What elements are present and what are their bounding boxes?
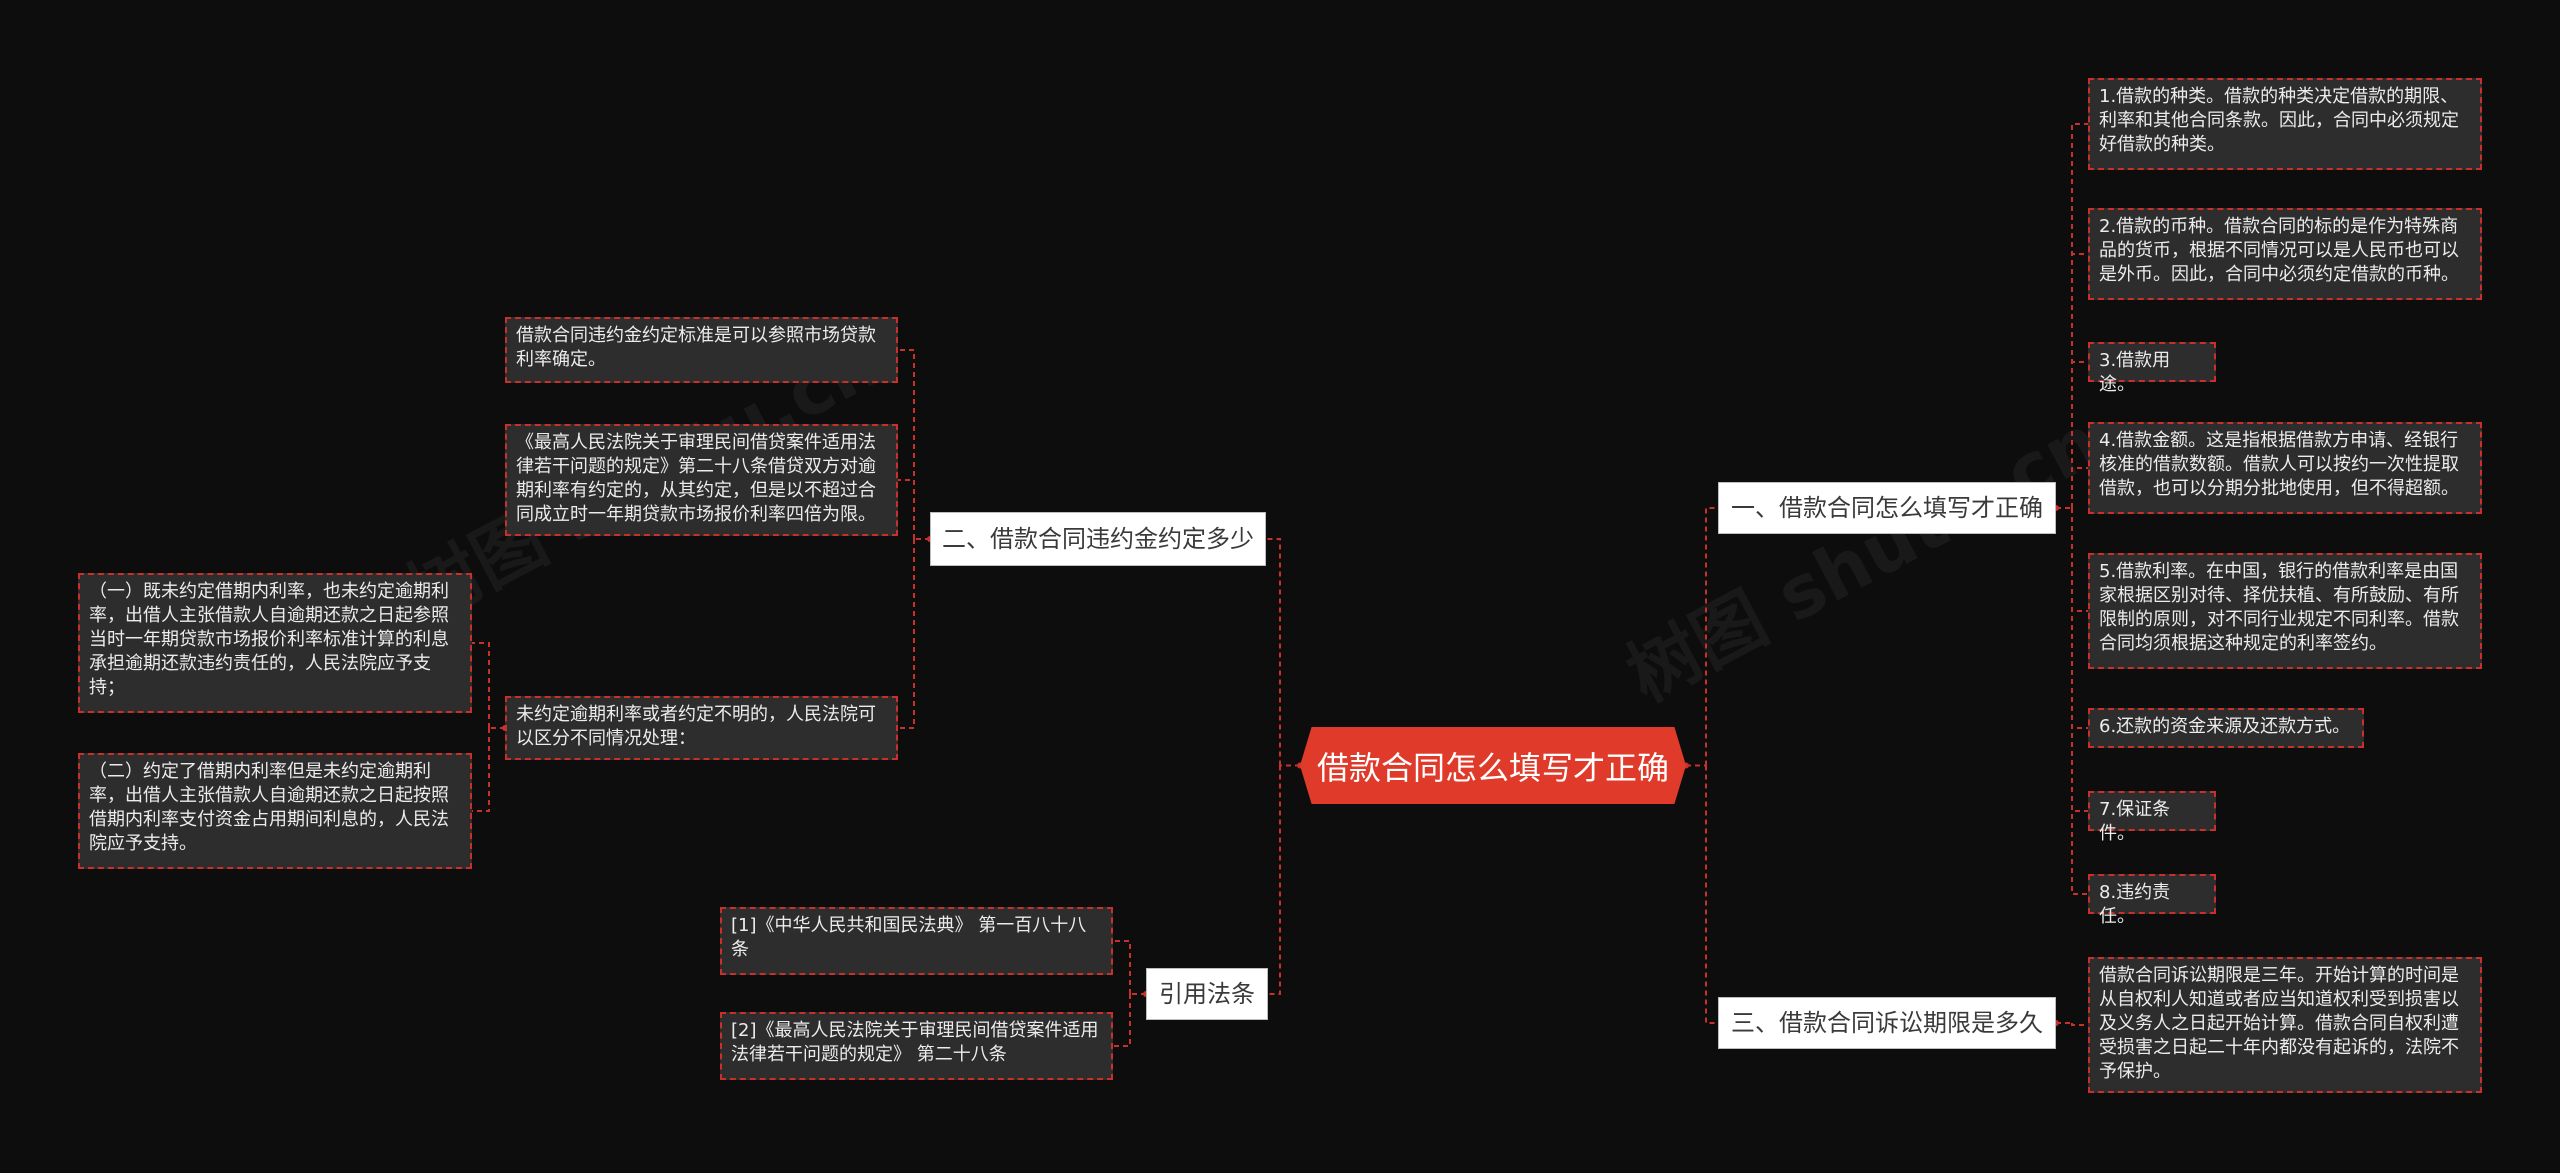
watermark: 树图 shutu.cn bbox=[1613, 398, 2114, 718]
leaf-loan-amount[interactable]: 4.借款金额。这是指根据借款方申请、经银行核准的借款数额。借款人可以按约一次性提… bbox=[2088, 422, 2482, 514]
leaf-supreme-court-rule[interactable]: 《最高人民法院关于审理民间借贷案件适用法律若干问题的规定》第二十八条借贷双方对逾… bbox=[505, 424, 898, 536]
connector-line bbox=[2071, 508, 2088, 612]
root-label: 借款合同怎么填写才正确 bbox=[1316, 748, 1669, 787]
connector-line bbox=[2071, 1023, 2088, 1026]
leaf-loan-purpose[interactable]: 3.借款用途。 bbox=[2088, 342, 2216, 395]
leaf-liability[interactable]: 8.违约责任。 bbox=[2088, 874, 2216, 927]
connector-line bbox=[1268, 765, 1281, 995]
branch-node-citations[interactable]: 引用法条 bbox=[1146, 968, 1268, 1020]
connector-line bbox=[1113, 940, 1131, 994]
connector-line bbox=[2071, 508, 2088, 895]
leaf-unspecified-rate[interactable]: 未约定逾期利率或者约定不明的，人民法院可以区分不同情况处理： bbox=[505, 696, 898, 760]
leaf-loan-type[interactable]: 1.借款的种类。借款的种类决定借款的期限、利率和其他合同条款。因此，合同中必须规… bbox=[2088, 78, 2482, 170]
connector-line bbox=[898, 539, 915, 729]
leaf-limitation-period[interactable]: 借款合同诉讼期限是三年。开始计算的时间是从自权利人知道或者应当知道权利受到损害以… bbox=[2088, 957, 2482, 1093]
connector-line bbox=[2071, 508, 2088, 729]
connector-line bbox=[2071, 508, 2088, 812]
leaf-case-two[interactable]: （二）约定了借期内利率但是未约定逾期利率，出借人主张借款人自逾期还款之日起按照借… bbox=[78, 753, 472, 869]
branch-label: 二、借款合同违约金约定多少 bbox=[942, 525, 1254, 553]
connector-line bbox=[472, 728, 490, 812]
leaf-penalty-standard[interactable]: 借款合同违约金约定标准是可以参照市场贷款利率确定。 bbox=[505, 317, 898, 383]
leaf-citation-lending-rule[interactable]: [2]《最高人民法院关于审理民间借贷案件适用法律若干问题的规定》 第二十八条 bbox=[720, 1012, 1113, 1080]
connector-line bbox=[898, 479, 915, 539]
leaf-guarantee[interactable]: 7.保证条件。 bbox=[2088, 791, 2216, 844]
connector-line bbox=[472, 642, 490, 728]
connector-line bbox=[898, 349, 915, 539]
connector-line bbox=[1266, 538, 1281, 766]
branch-node-penalty[interactable]: 二、借款合同违约金约定多少 bbox=[930, 512, 1266, 566]
leaf-citation-civil-code[interactable]: [1]《中华人民共和国民法典》 第一百八十八条 bbox=[720, 907, 1113, 975]
branch-node-limitation[interactable]: 三、借款合同诉讼期限是多久 bbox=[1718, 997, 2056, 1049]
connector-line bbox=[1113, 994, 1131, 1047]
branch-label: 三、借款合同诉讼期限是多久 bbox=[1731, 1009, 2043, 1037]
leaf-repayment-source[interactable]: 6.还款的资金来源及还款方式。 bbox=[2088, 708, 2364, 748]
leaf-case-one[interactable]: （一）既未约定借期内利率，也未约定逾期利率，出借人主张借款人自逾期还款之日起参照… bbox=[78, 573, 472, 713]
connector-line bbox=[1705, 765, 1718, 1024]
leaf-interest-rate[interactable]: 5.借款利率。在中国，银行的借款利率是由国家根据区别对待、择优扶植、有所鼓励、有… bbox=[2088, 553, 2482, 669]
root-node[interactable]: 借款合同怎么填写才正确 bbox=[1300, 727, 1686, 804]
branch-label: 引用法条 bbox=[1159, 980, 1255, 1008]
branch-label: 一、借款合同怎么填写才正确 bbox=[1731, 494, 2043, 522]
leaf-currency[interactable]: 2.借款的币种。借款合同的标的是作为特殊商品的货币，根据不同情况可以是人民币也可… bbox=[2088, 208, 2482, 300]
branch-node-fill-guide[interactable]: 一、借款合同怎么填写才正确 bbox=[1718, 482, 2056, 534]
